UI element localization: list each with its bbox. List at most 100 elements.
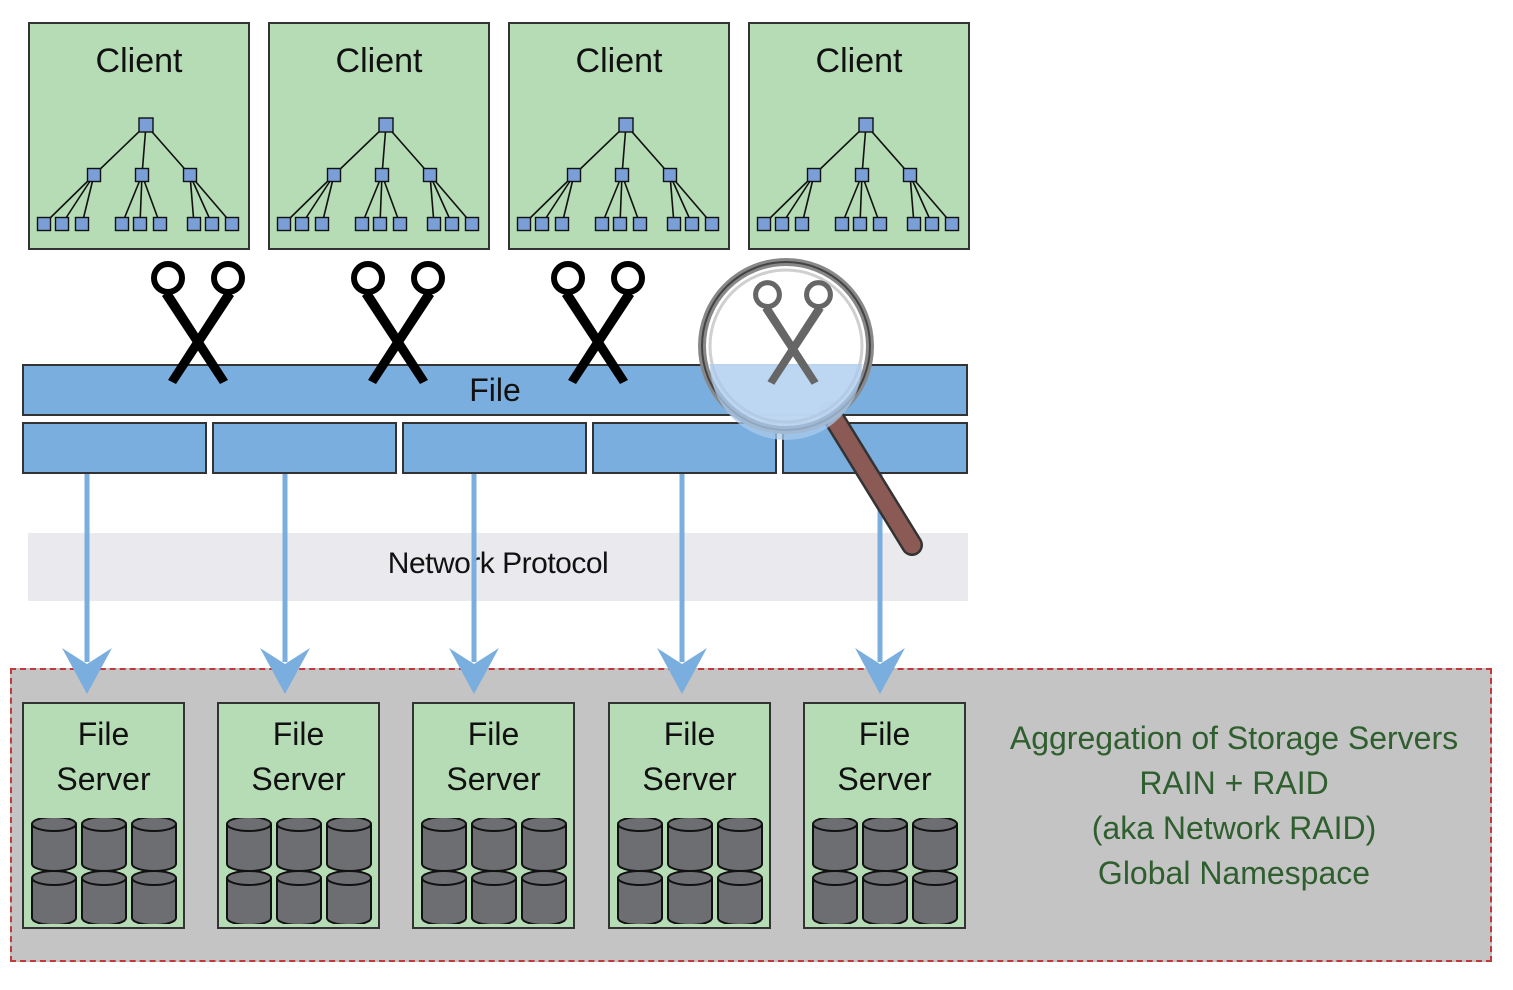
disk-icon [31,870,77,924]
disk-icon-group [421,818,567,924]
client-box-3: Client [508,22,730,250]
disk-icon [521,818,567,872]
disk-icon [471,818,517,872]
disk-icon [226,870,272,924]
disk-icon [912,870,958,924]
client-box-1: Client [28,22,250,250]
tree-leaf-node [74,216,90,232]
file-chunk-2 [212,422,397,474]
tree-hierarchy-icon [276,117,480,232]
disk-icon [617,870,663,924]
tree-root-node [618,117,634,133]
aggregation-line-1: Aggregation of Storage Servers [1009,720,1459,756]
disk-icon [912,818,958,872]
server-label-line2: Server [837,761,932,797]
tree-edge [861,174,881,225]
tree-leaf-node [852,216,868,232]
tree-edge [189,174,233,225]
scissors-icon [554,264,642,384]
tree-leaf-node [554,216,570,232]
tree-leaf-node [114,216,130,232]
tree-root-node [858,117,874,133]
magnifying-glass-icon [698,258,923,556]
tree-leaf-node [186,216,202,232]
tree-edge [813,124,867,176]
tree-branch-node [806,167,822,183]
aggregation-line-2: RAIN + RAID [1139,765,1329,801]
disk-icon [326,870,372,924]
disk-icon [131,818,177,872]
tree-leaf-node [756,216,772,232]
server-label-line1: File [272,716,325,752]
disk-icon [226,818,272,872]
tree-edge [321,174,335,225]
tree-branch-node [86,167,102,183]
disk-icon [521,870,567,924]
server-label-line2: Server [251,761,346,797]
tree-leaf-node [834,216,850,232]
client-box-4: Client [748,22,970,250]
disk-icon [131,870,177,924]
tree-edge [865,124,911,176]
disk-icon [717,818,763,872]
tree-edge [669,174,693,225]
tree-edge [621,124,627,176]
tree-branch-node [422,167,438,183]
tree-leaf-node [152,216,168,232]
tree-edge [93,124,147,176]
tree-edge [619,174,623,225]
tree-leaf-node [426,216,442,232]
disk-icon [812,870,858,924]
tree-leaf-node [294,216,310,232]
tree-edge [145,124,191,176]
scissors-icon [354,264,442,384]
server-label-line2: Server [446,761,541,797]
tree-leaf-node [392,216,408,232]
tree-edge [429,174,453,225]
disk-icon [717,870,763,924]
tree-edge [61,174,95,225]
disk-icon [471,870,517,924]
aggregation-caption: Aggregation of Storage Servers RAIN + RA… [980,716,1488,896]
tree-leaf-node [36,216,52,232]
file-chunk-4 [592,422,777,474]
tree-edge [909,174,915,225]
tree-leaf-node [794,216,810,232]
server-label-line1: File [77,716,130,752]
tree-edge [429,174,473,225]
tree-edge [379,174,383,225]
down-arrow-2 [260,474,310,694]
disk-icon [276,818,322,872]
arrow-group [62,474,905,694]
tree-edge [621,174,641,225]
tree-leaf-node [204,216,220,232]
disk-icon [31,818,77,872]
tree-edge [573,124,627,176]
server-label-line1: File [467,716,520,752]
client-label: Client [815,42,903,80]
tree-root-node [138,117,154,133]
tree-edge [429,174,435,225]
tree-edge [561,174,575,225]
tree-edge [841,174,863,225]
tree-edge [909,174,933,225]
tree-edge [385,124,431,176]
tree-leaf-node [684,216,700,232]
tree-edge [141,174,161,225]
tree-leaf-node [534,216,550,232]
disk-icon-group [31,818,177,924]
tree-leaf-node [944,216,960,232]
tree-leaf-node [632,216,648,232]
client-box-2: Client [268,22,490,250]
tree-leaf-node [666,216,682,232]
tree-branch-node [374,167,390,183]
down-arrow-4 [657,474,707,694]
server-label-line1: File [663,716,716,752]
tree-edge [801,174,815,225]
tree-leaf-node [372,216,388,232]
scissors-icon [154,264,242,384]
